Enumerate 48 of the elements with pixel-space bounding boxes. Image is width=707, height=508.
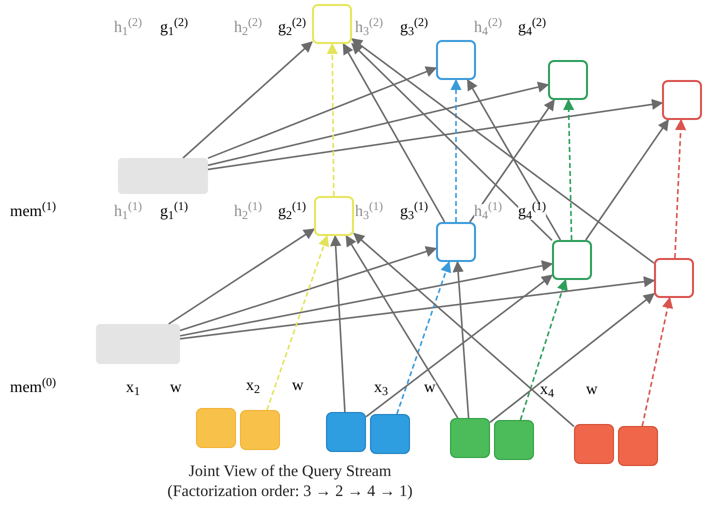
caption: Joint View of the Query Stream (Factorization order: 3 → 2 → 4 → 1) [166, 462, 414, 502]
state-box [662, 80, 702, 120]
memory-block [96, 324, 180, 364]
token-box [370, 414, 410, 454]
state-box [654, 258, 694, 298]
arrow [450, 78, 462, 222]
token-box [450, 418, 490, 458]
arrow [396, 260, 452, 414]
arrow [180, 246, 438, 332]
arrow [452, 260, 470, 418]
arrow [208, 82, 550, 166]
state-box [314, 196, 354, 236]
math-label: x$_{4}$ [540, 382, 554, 398]
token-box [326, 412, 366, 452]
arrow [563, 98, 574, 240]
arrow [466, 79, 562, 240]
token-box [196, 408, 236, 448]
arrow [351, 38, 654, 264]
arrow [180, 276, 656, 340]
arrow [674, 118, 686, 258]
arrow [346, 235, 458, 418]
arrow [353, 232, 575, 428]
arrow [208, 98, 664, 170]
arrow [366, 274, 553, 418]
arrow [520, 278, 568, 420]
state-box [312, 4, 352, 44]
state-box [548, 60, 588, 100]
state-box [436, 40, 476, 80]
arrow [469, 99, 555, 222]
arrow [330, 234, 346, 412]
arrow [326, 42, 338, 196]
arrow [490, 293, 655, 423]
arrow [168, 228, 315, 325]
memory-block [118, 158, 208, 194]
token-box [240, 410, 280, 450]
state-box [552, 240, 592, 280]
arrow [342, 43, 446, 222]
arrow [180, 260, 554, 337]
token-box [618, 426, 658, 466]
token-box [574, 424, 614, 464]
arrow [642, 296, 674, 426]
arrow [182, 41, 313, 159]
arrow [585, 119, 669, 240]
state-box [436, 222, 476, 262]
arrow [208, 66, 438, 159]
arrow [351, 42, 553, 241]
arrow [266, 234, 330, 410]
token-box [494, 420, 534, 460]
